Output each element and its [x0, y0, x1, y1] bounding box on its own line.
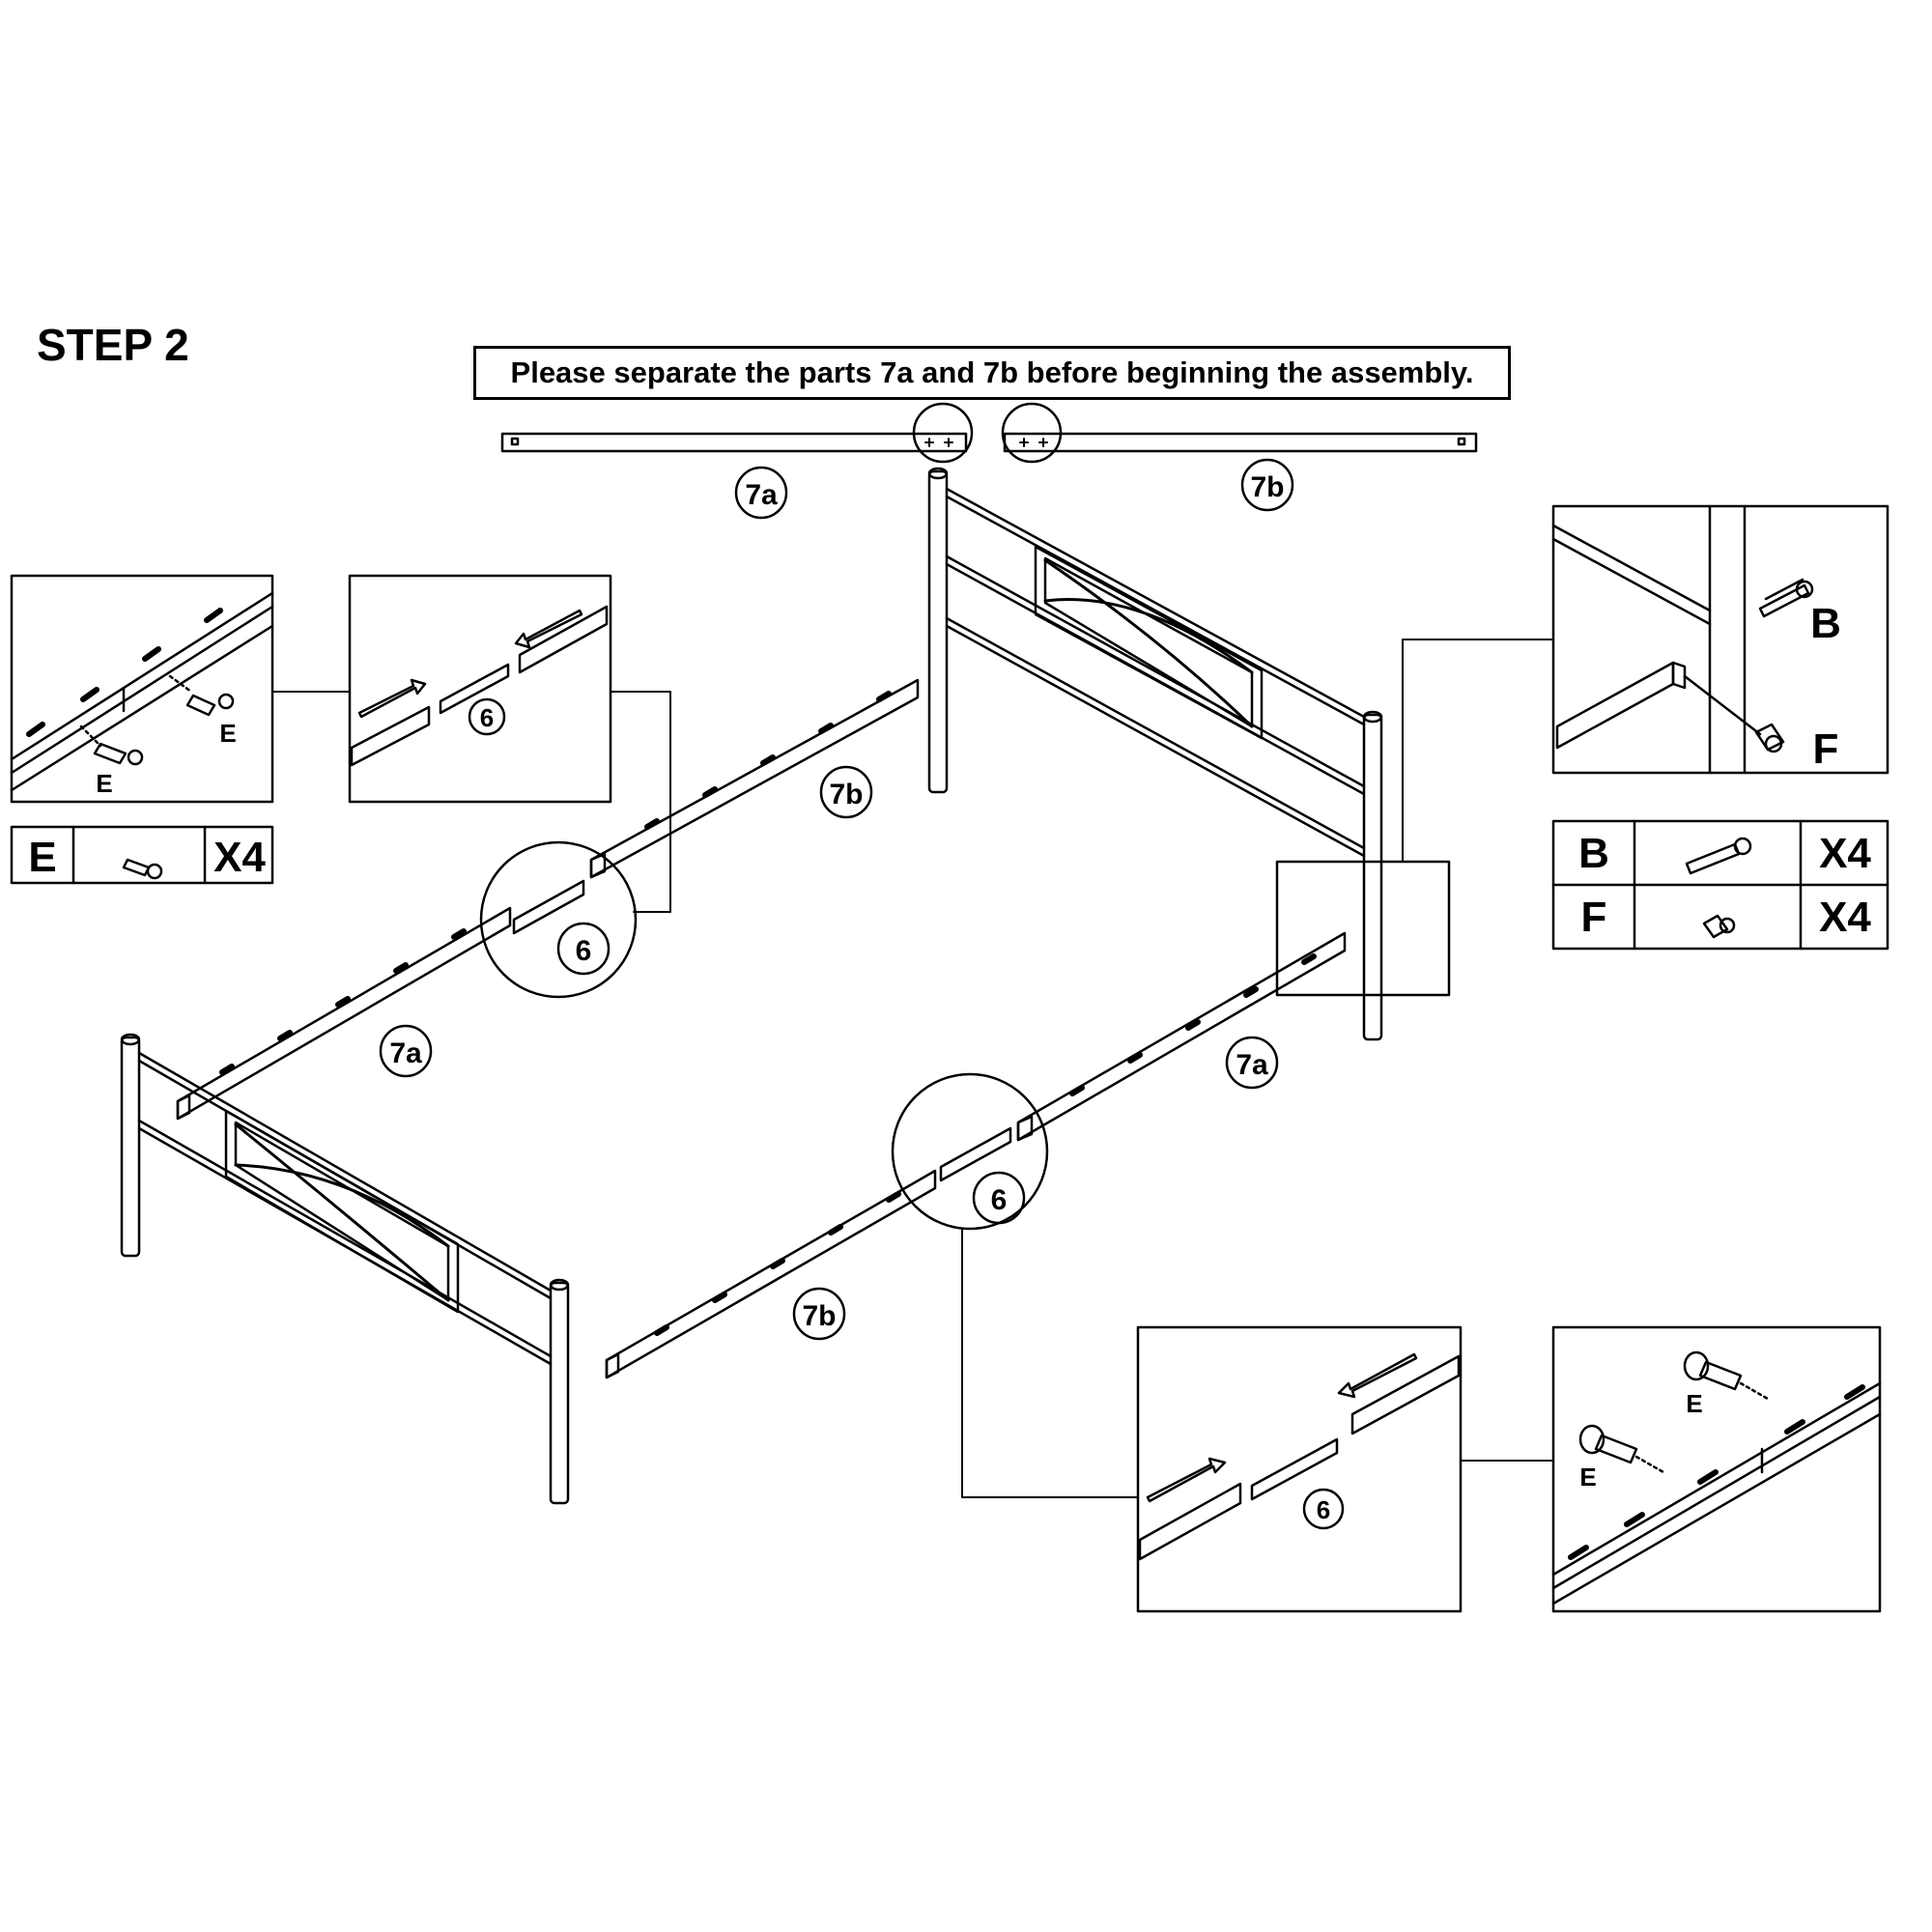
- label-e-detail-2: E: [96, 769, 112, 798]
- right-side-rail: [605, 931, 1347, 1379]
- detail-connector-top: [348, 574, 612, 804]
- corner-callout-box: [1275, 860, 1451, 997]
- table-e-letter: E: [28, 834, 56, 881]
- detail-connector-bottom: [1136, 1325, 1463, 1613]
- label-b-detail: B: [1810, 600, 1841, 647]
- detail-screws-top-left: [10, 574, 274, 804]
- label-7b-top: 7b: [1250, 471, 1284, 503]
- table-e-qty: X4: [213, 834, 266, 881]
- detail-screws-bottom-right: [1551, 1325, 1882, 1613]
- label-e-detail-3: E: [1686, 1389, 1702, 1418]
- label-7a-left: 7a: [389, 1037, 422, 1069]
- label-7a-top: 7a: [745, 479, 778, 511]
- separation-notice: Please separate the parts 7a and 7b befo…: [473, 346, 1511, 400]
- label-7a-right: 7a: [1236, 1049, 1268, 1081]
- label-6-detail-bottom: 6: [1317, 1495, 1330, 1524]
- label-6-left: 6: [576, 935, 592, 967]
- table-b-qty: X4: [1819, 830, 1871, 877]
- detail-bolt-nut: [1551, 504, 1889, 775]
- label-6-detail-top: 6: [480, 703, 494, 732]
- hardware-table-e: [10, 825, 274, 885]
- headboard: [927, 467, 1383, 1041]
- rail-7a-flat: [500, 432, 968, 453]
- rail-7b-end-callout: [1001, 402, 1063, 464]
- label-6-right: 6: [991, 1184, 1008, 1216]
- label-7b-right: 7b: [802, 1300, 836, 1332]
- leader-lines: [271, 639, 1554, 1498]
- table-f-qty: X4: [1819, 894, 1871, 941]
- table-f-letter: F: [1581, 894, 1607, 941]
- label-circles: [379, 458, 1345, 1530]
- left-side-rail: [176, 678, 920, 1121]
- separated-rails: [500, 402, 1478, 464]
- step-title: STEP 2: [37, 320, 189, 370]
- table-b-letter: B: [1578, 830, 1609, 877]
- label-e-detail-1: E: [219, 719, 236, 748]
- left-connector-callout: [479, 840, 638, 999]
- hardware-table-bf: [1551, 819, 1889, 951]
- rail-7a-end-callout: [912, 402, 974, 464]
- rail-7b-flat: [1003, 432, 1478, 453]
- label-e-detail-4: E: [1579, 1463, 1596, 1492]
- label-7b-left: 7b: [829, 779, 863, 810]
- footboard: [120, 1033, 570, 1505]
- label-f-detail: F: [1813, 725, 1839, 773]
- right-connector-callout: [891, 1072, 1049, 1231]
